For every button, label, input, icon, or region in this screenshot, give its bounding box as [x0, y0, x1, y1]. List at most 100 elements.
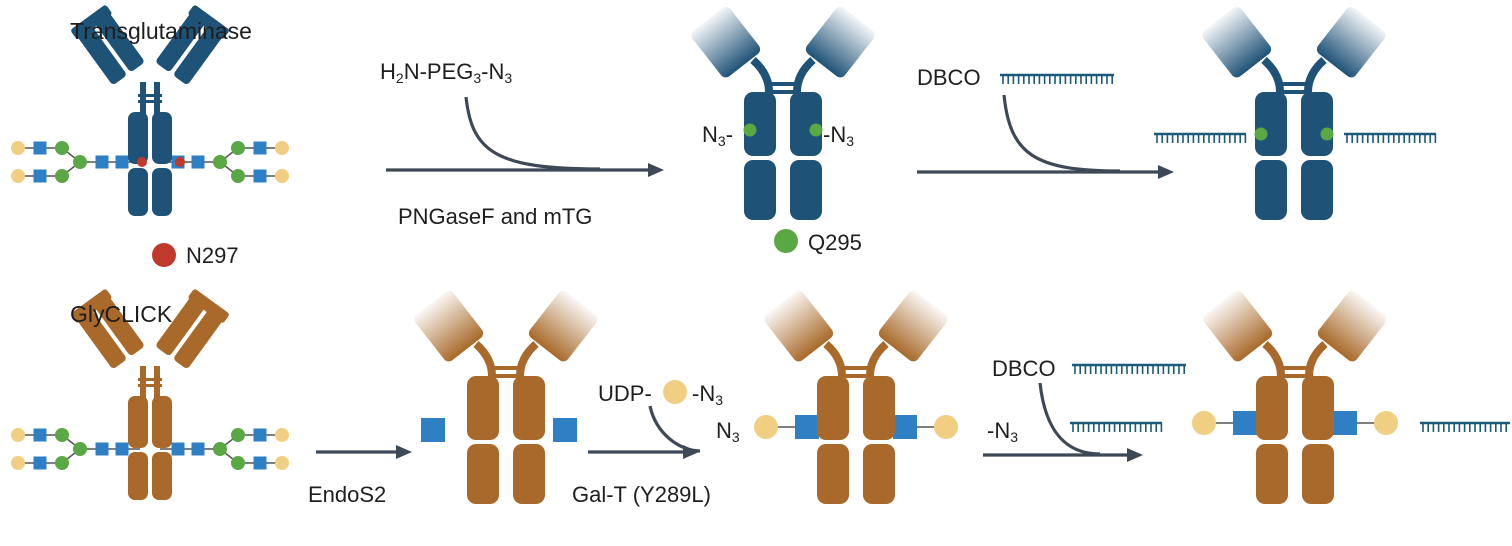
q295-legend-dot: [774, 229, 798, 253]
oligo-conjugate-right-row1: [1344, 132, 1437, 143]
galactose-circle: [275, 169, 289, 183]
disulfide-bond: [490, 366, 522, 370]
fc-lower-domain: [863, 444, 895, 504]
mannose-circle: [55, 141, 69, 155]
glcnac-square: [421, 418, 445, 442]
disulfide-bond: [138, 100, 162, 103]
mannose-circle: [73, 442, 87, 456]
fab-faded: [764, 290, 834, 362]
glycans-layer: [11, 141, 1398, 470]
dbco-label-row1: DBCO: [917, 65, 981, 90]
galactose-circle: [1192, 411, 1216, 435]
hinge: [140, 82, 146, 114]
galactose-circle: [275, 428, 289, 442]
fc-upper-domain: [1256, 376, 1288, 440]
pngasef-mtg-label: PNGaseF and mTG: [398, 204, 593, 229]
fab-arm-right-faded: [1317, 290, 1387, 362]
disulfide-bond: [1278, 82, 1310, 86]
hinge-left: [473, 340, 496, 377]
fc-lower-domain: [128, 168, 148, 216]
fab-light: [95, 297, 144, 356]
fab-tip: [71, 5, 112, 39]
mannose-circle: [231, 169, 245, 183]
fab-faded: [528, 290, 598, 362]
q295-site: [1320, 127, 1334, 141]
fc-upper-domain: [1255, 92, 1287, 156]
glycan-branch-top: [219, 147, 282, 163]
arrow-step1-row2: [316, 445, 412, 459]
glycan-branch-top: [18, 147, 81, 163]
fc-upper-domain: [513, 376, 545, 440]
hinge-left: [750, 56, 773, 93]
mannose-circle: [231, 456, 245, 470]
fab-arm-left: [71, 5, 144, 84]
galactose-circle: [934, 415, 958, 439]
fc-lower-domain: [817, 444, 849, 504]
disulfide-bond: [490, 374, 522, 378]
glcnac-square: [253, 141, 267, 155]
hinge-right: [1305, 340, 1328, 377]
fab-faded: [1317, 290, 1387, 362]
arrow-head: [1127, 448, 1143, 462]
glcnac-square: [1233, 411, 1257, 435]
q295-site: [743, 123, 757, 137]
azide-right-label-row2: -N3: [987, 418, 1019, 445]
fab-tip: [188, 289, 229, 323]
glycan-left: [11, 141, 140, 183]
fab-arm-left: [71, 289, 144, 368]
udp-galactose-circle: [663, 380, 687, 404]
disulfide-bond: [840, 366, 872, 370]
fc-lower-domain: [1301, 160, 1333, 220]
fc-upper-domain: [128, 396, 148, 448]
dbco-label-row2: DBCO: [992, 356, 1056, 381]
markers-layer: [137, 123, 1334, 167]
fc-upper-domain: [863, 376, 895, 440]
fab-light: [95, 13, 144, 72]
fab-arm-left-faded: [764, 290, 834, 362]
fab-heavy: [77, 26, 126, 84]
gal-azide-left-row2: [754, 415, 838, 439]
fab-arm-right-faded: [1316, 6, 1386, 78]
mannose-circle: [231, 428, 245, 442]
glcnac-square: [191, 155, 205, 169]
udp-label: UDP-: [598, 381, 652, 406]
glcnac-square: [95, 442, 109, 456]
arrow-reagent-curve: [464, 96, 601, 171]
disulfide-bond: [767, 90, 799, 94]
glycan-left: [11, 428, 140, 470]
gal-azide-right-row2: [874, 415, 958, 439]
mannose-circle: [55, 456, 69, 470]
oligo-reagent-row1: [1000, 73, 1114, 84]
antibodies-layer: [71, 5, 1387, 504]
disulfide-bond: [138, 378, 162, 381]
oligo-conjugate-left-row1: [1154, 132, 1247, 143]
fab-arm-left-faded: [1202, 6, 1272, 78]
glcnac-square: [795, 415, 819, 439]
azide-left-label-row2: N3: [716, 418, 740, 445]
fab-arm-right-faded: [528, 290, 598, 362]
arrow-step3-row2: [983, 382, 1143, 462]
galactose-circle: [275, 456, 289, 470]
fab-faded: [1203, 290, 1273, 362]
fab-arm-left-faded: [1203, 290, 1273, 362]
hinge-left: [823, 340, 846, 377]
fab-arm-left-faded: [414, 290, 484, 362]
q295-site: [809, 123, 823, 137]
glcnac-square: [893, 415, 917, 439]
antibody-azide-row2: [764, 290, 948, 504]
fc-upper-domain: [1302, 376, 1334, 440]
hinge: [154, 82, 160, 114]
n297-site-left: [137, 157, 147, 167]
glcnac-square: [171, 442, 185, 456]
disulfide-bond: [1279, 366, 1311, 370]
galt-label: Gal-T (Y289L): [572, 482, 711, 507]
glcnac-square: [253, 456, 267, 470]
mannose-circle: [73, 155, 87, 169]
fc-lower-domain: [1255, 160, 1287, 220]
glycan-branch-bottom: [18, 448, 81, 464]
fab-heavy: [156, 297, 205, 356]
q295-legend-label: Q295: [808, 230, 862, 255]
endos2-label: EndoS2: [308, 482, 387, 507]
arrow-head: [648, 163, 664, 177]
glycan-right: [160, 428, 289, 470]
